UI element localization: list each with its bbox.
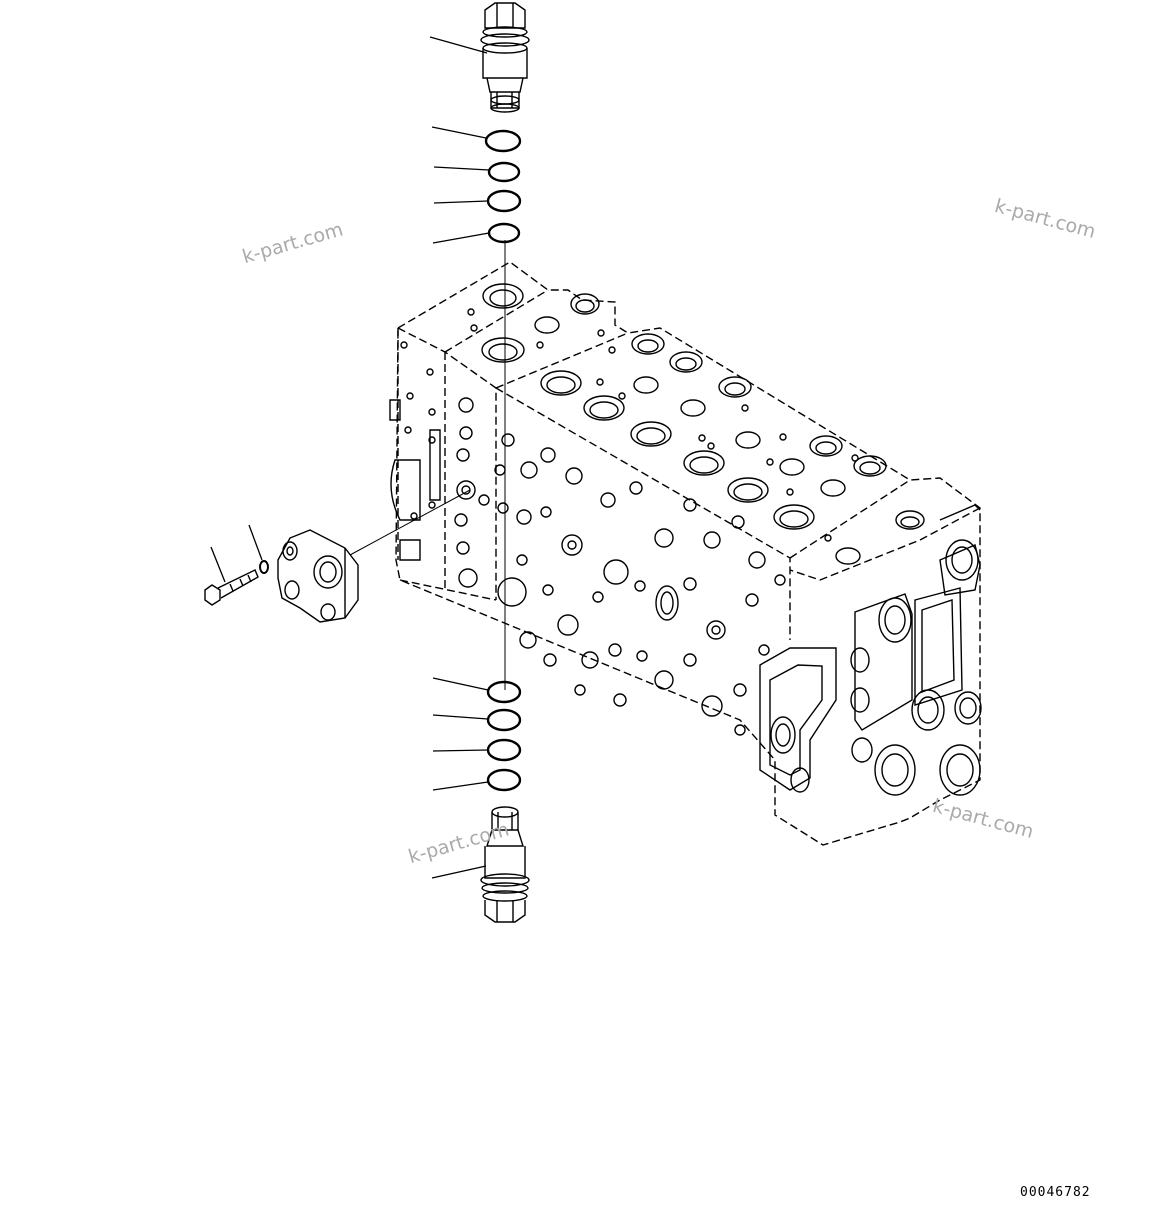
o-ring bbox=[486, 708, 522, 732]
washer bbox=[259, 560, 269, 574]
o-rings-top bbox=[484, 129, 522, 244]
leader-line bbox=[432, 781, 489, 791]
valve-right-end bbox=[759, 504, 982, 796]
leader-line bbox=[210, 546, 226, 583]
o-ring bbox=[487, 222, 521, 244]
leader-line bbox=[431, 865, 487, 879]
o-ring bbox=[486, 189, 522, 213]
valve-front-face bbox=[454, 397, 786, 736]
drawing-code: 00046782 bbox=[1020, 1185, 1091, 1200]
o-ring bbox=[484, 129, 522, 153]
leader-line bbox=[433, 200, 489, 204]
leader-line bbox=[431, 126, 487, 139]
o-ring bbox=[486, 768, 522, 792]
relief-valve-bottom bbox=[480, 806, 530, 923]
leader-line bbox=[432, 714, 489, 720]
valve-body bbox=[395, 261, 981, 846]
relief-valve-top bbox=[480, 2, 530, 113]
cover-plate bbox=[277, 529, 359, 623]
leader-line bbox=[248, 524, 263, 561]
leader-line bbox=[432, 232, 490, 244]
callout-leaders bbox=[210, 36, 490, 879]
cover-axis-line bbox=[349, 489, 471, 556]
leader-line bbox=[433, 166, 490, 171]
valve-left-face bbox=[389, 341, 441, 561]
valve-top-face bbox=[467, 283, 925, 565]
o-rings-bottom bbox=[486, 680, 522, 792]
leader-line bbox=[432, 749, 489, 752]
o-ring bbox=[486, 738, 522, 762]
bolt bbox=[204, 569, 259, 606]
leader-line bbox=[429, 36, 488, 54]
o-ring bbox=[487, 161, 521, 183]
o-ring bbox=[486, 680, 522, 704]
leader-line bbox=[432, 677, 489, 691]
